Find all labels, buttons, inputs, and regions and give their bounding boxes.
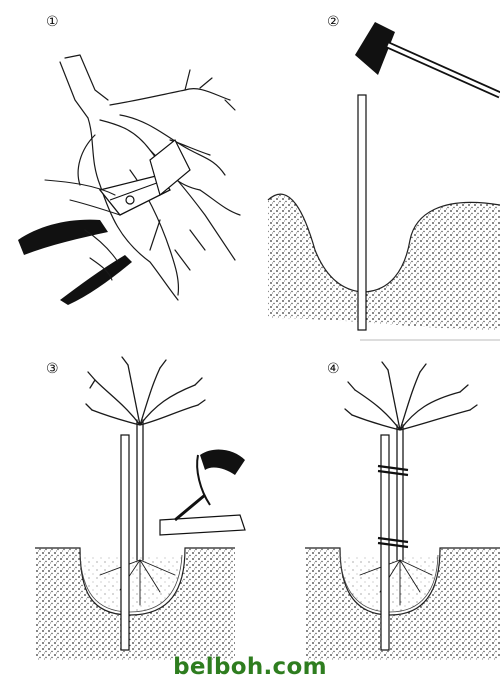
- panel-2-driving-stake: [268, 22, 500, 340]
- tree-trunk-and-branches: [345, 362, 477, 560]
- step-1-number: ①: [46, 14, 59, 30]
- panel-1-pruning-roots: [18, 55, 240, 305]
- hoe-icon: [160, 450, 245, 535]
- watermark-text: belboh.com: [0, 654, 500, 680]
- step-4-number: ④: [327, 361, 340, 377]
- stake: [358, 95, 366, 330]
- pruning-shears-icon: [18, 140, 190, 305]
- step-2-number: ②: [327, 14, 340, 30]
- panel-3-planting-tree: [35, 357, 245, 660]
- step-3-number: ③: [46, 361, 59, 377]
- soil-with-hole: [35, 548, 235, 660]
- hammer-icon: [355, 22, 500, 95]
- stake: [121, 435, 129, 650]
- planting-hole: [268, 194, 500, 330]
- panel-4-tied-tree: [305, 362, 500, 660]
